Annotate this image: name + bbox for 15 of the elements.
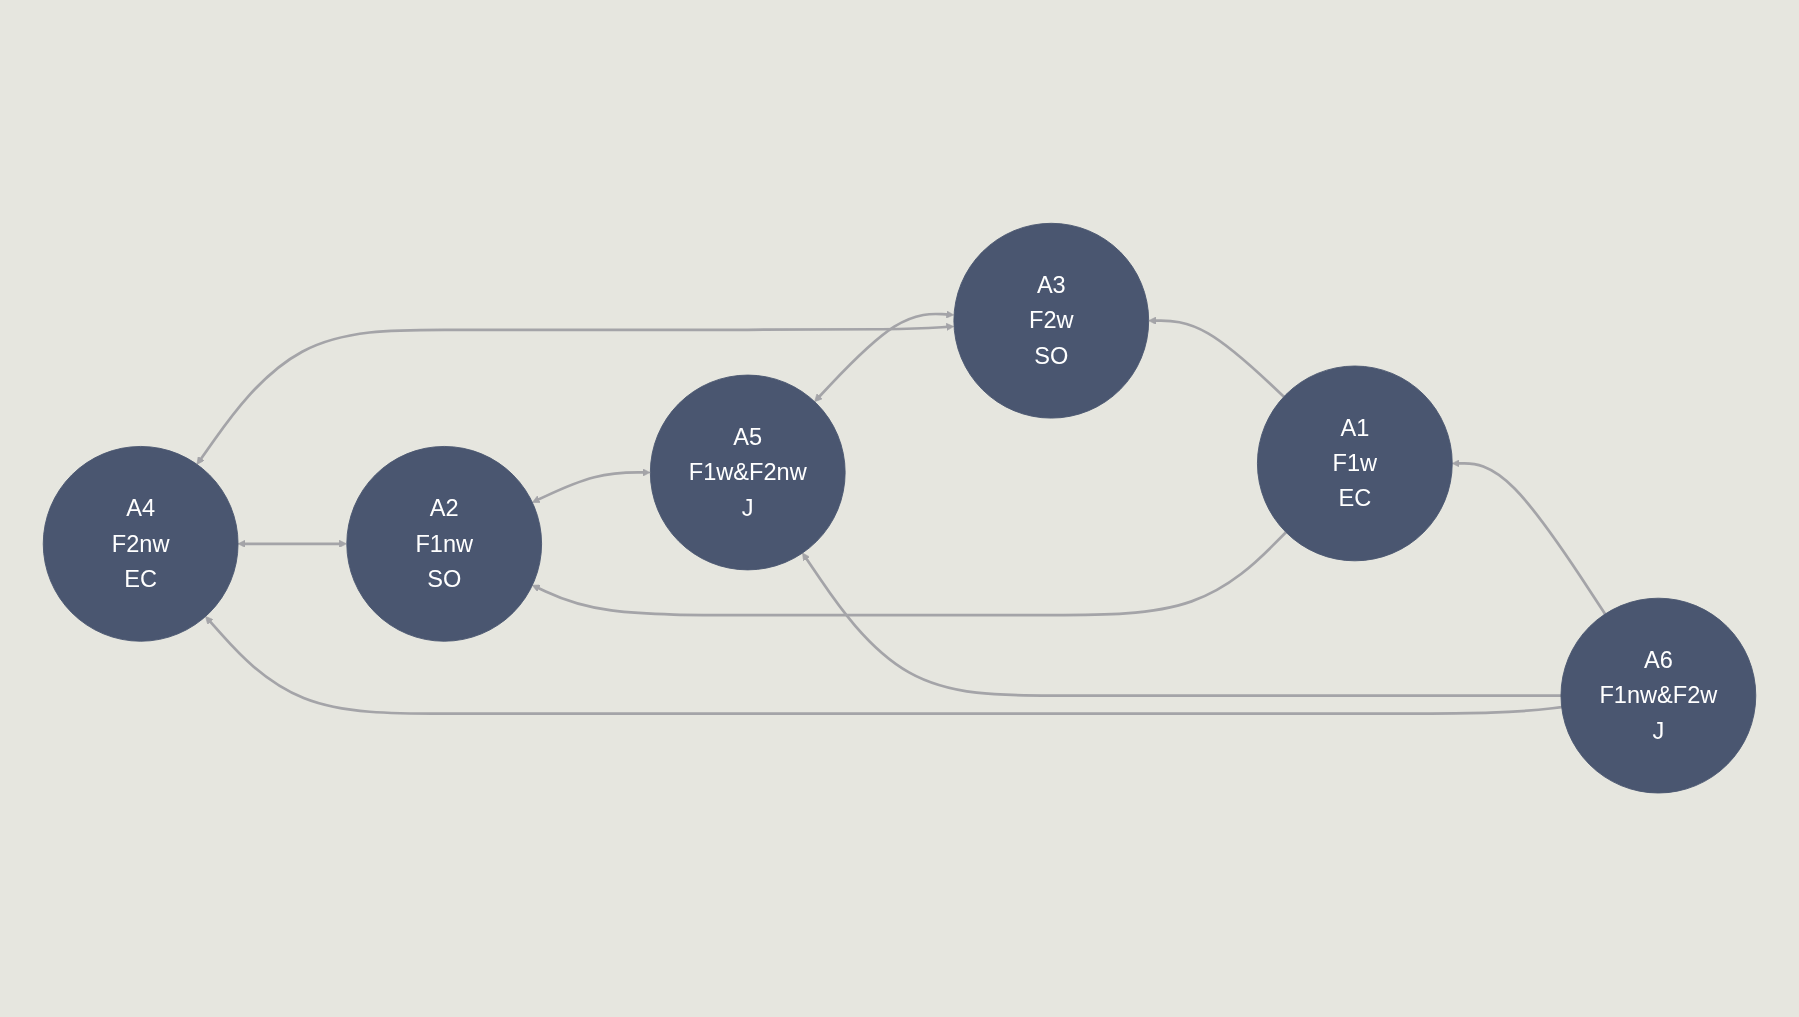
arrow (1451, 459, 1607, 616)
arrow (237, 540, 347, 549)
arrow (531, 468, 651, 504)
node-circle: A4 F2nw EC (42, 446, 239, 643)
arrow (531, 531, 1287, 617)
node-circle: A6 F1nw&F2w J (1560, 598, 1757, 794)
arrow (1148, 317, 1285, 399)
node-circle: A1 F1w EC (1256, 365, 1453, 562)
node-circle: A5 F1w&F2nw J (649, 374, 846, 571)
arrow (196, 323, 955, 466)
node-circle: A3 F2w SO (953, 223, 1150, 419)
arrow (205, 616, 1562, 716)
arrow (802, 553, 1561, 698)
node-circle: A2 F1nw SO (346, 446, 543, 643)
arrow (814, 310, 955, 403)
